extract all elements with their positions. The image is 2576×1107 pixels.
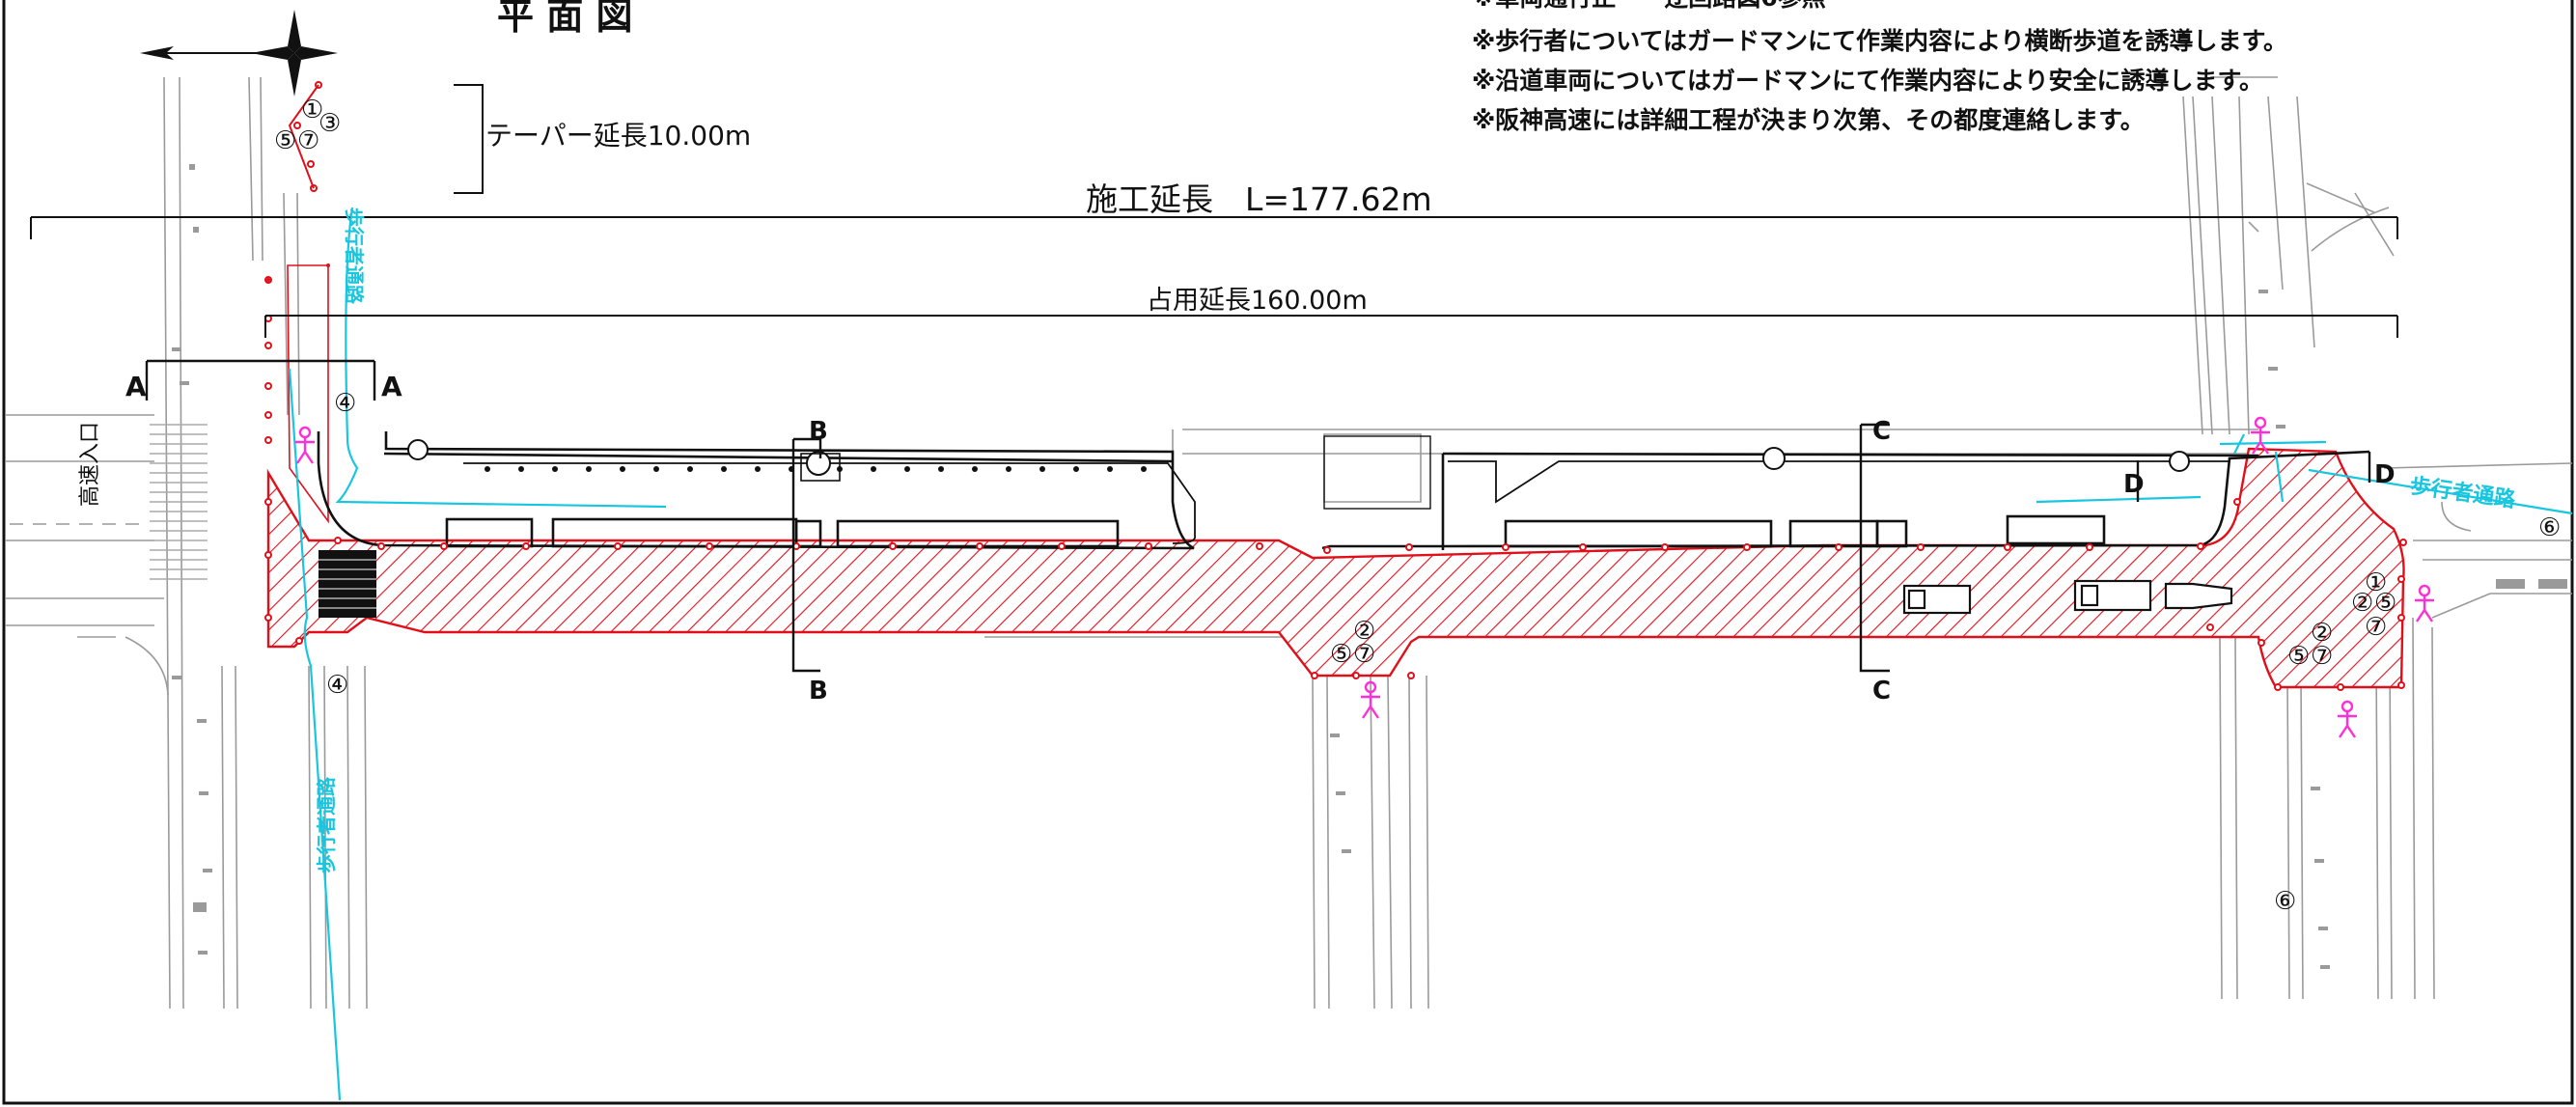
marker-7: ⑦ bbox=[2311, 642, 2333, 671]
drawing-title: 平 面 図 bbox=[497, 0, 632, 38]
fence-posts bbox=[485, 466, 1147, 472]
work-zone-occupancy-area bbox=[266, 447, 2405, 689]
vehicles bbox=[1902, 579, 2233, 615]
marker-7: ⑦ bbox=[1353, 640, 1375, 669]
north-arrow bbox=[140, 10, 338, 97]
note-line: ※車両通行止 迂回路図6参照 bbox=[1472, 0, 1826, 12]
taper-zone bbox=[287, 264, 329, 524]
note-line: ※歩行者についてはガードマンにて作業内容により横断歩道を誘導します。 bbox=[1472, 27, 2287, 55]
marker-5: ⑤ bbox=[2287, 642, 2310, 671]
marker-6: ⑥ bbox=[2538, 513, 2561, 542]
road-marking-annotations bbox=[172, 164, 2567, 969]
section-label-a-right: A bbox=[381, 371, 402, 402]
notes-block: ※車両通行止 迂回路図6参照 ※歩行者についてはガードマンにて作業内容により横断… bbox=[1472, 0, 2287, 134]
section-label-c-bottom: C bbox=[1872, 677, 1891, 706]
section-label-a-left: A bbox=[125, 371, 147, 402]
section-label-b-bottom: B bbox=[809, 677, 828, 706]
note-line: ※阪神高速には詳細工程が決まり次第、その都度連絡します。 bbox=[1472, 106, 2145, 134]
building-box bbox=[1323, 435, 1431, 510]
note-line: ※沿道車両についてはガードマンにて作業内容により安全に誘導します。 bbox=[1472, 67, 2263, 95]
marker-5: ⑤ bbox=[274, 126, 296, 155]
pedestrian-route-label-vertical: 歩行者通路 bbox=[315, 776, 338, 873]
taper-barrier-line bbox=[288, 84, 319, 189]
pedestrian-route-lines bbox=[288, 207, 2573, 1101]
marker-2: ② bbox=[1353, 617, 1375, 646]
expressway-entrance-label: 高速入口 bbox=[78, 422, 102, 507]
section-label-b-top: B bbox=[809, 417, 828, 446]
marker-5: ⑤ bbox=[1330, 640, 1352, 669]
section-cut-lines bbox=[145, 359, 2371, 673]
occupancy-length-label: 占用延長160.00m bbox=[1147, 286, 1368, 316]
round-structures bbox=[407, 439, 2190, 476]
crosswalk-block-lines bbox=[319, 559, 376, 609]
pedestrian-route-label: 歩行者通路 bbox=[2408, 473, 2518, 512]
marker-2: ② bbox=[2311, 619, 2333, 648]
section-label-c-top: C bbox=[1872, 417, 1891, 446]
crosswalk-pavement-block bbox=[319, 550, 376, 618]
taper-length-label: テーパー延長10.00m bbox=[485, 120, 751, 152]
traffic-cones bbox=[264, 81, 2407, 691]
marker-2: ② bbox=[2351, 589, 2373, 618]
marker-3: ③ bbox=[319, 109, 341, 138]
marker-1: ① bbox=[301, 96, 323, 125]
guardman-icon bbox=[295, 416, 2434, 738]
marker-7: ⑦ bbox=[2365, 613, 2387, 642]
section-label-d-left: D bbox=[2123, 470, 2145, 499]
marker-4: ④ bbox=[326, 671, 348, 700]
pedestrian-route-label-vertical: 歩行者通路 bbox=[343, 208, 366, 305]
dimension-lines bbox=[30, 84, 2398, 338]
construction-length-label: 施工延長 L=177.62m bbox=[1086, 180, 1432, 218]
marker-5: ⑤ bbox=[2374, 589, 2396, 618]
cone-markers-small bbox=[266, 263, 330, 282]
marker-7: ⑦ bbox=[297, 126, 319, 155]
marker-4: ④ bbox=[334, 389, 356, 418]
section-label-d-right: D bbox=[2374, 460, 2396, 489]
item-markers: ① ③ ⑤ ⑦ ④ ④ ② ⑤ ⑦ ① ② ⑤ ⑦ ② ⑤ ⑦ ⑥ ⑥ bbox=[274, 96, 2561, 916]
marker-6: ⑥ bbox=[2274, 887, 2296, 916]
marker-1: ① bbox=[2365, 568, 2387, 597]
building-frontage-outline bbox=[317, 431, 2370, 550]
